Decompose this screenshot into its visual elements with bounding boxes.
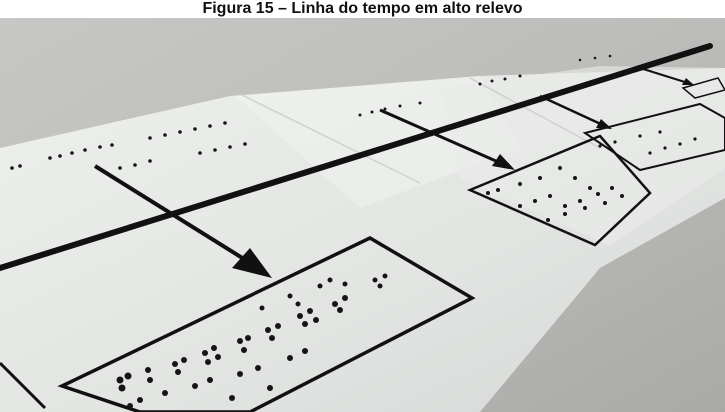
figure-caption-text: Figura 15 – Linha do tempo em alto relev…	[202, 1, 522, 17]
tactile-timeline-photo	[0, 8, 725, 412]
figure-caption: Figura 15 – Linha do tempo em alto relev…	[0, 0, 725, 18]
